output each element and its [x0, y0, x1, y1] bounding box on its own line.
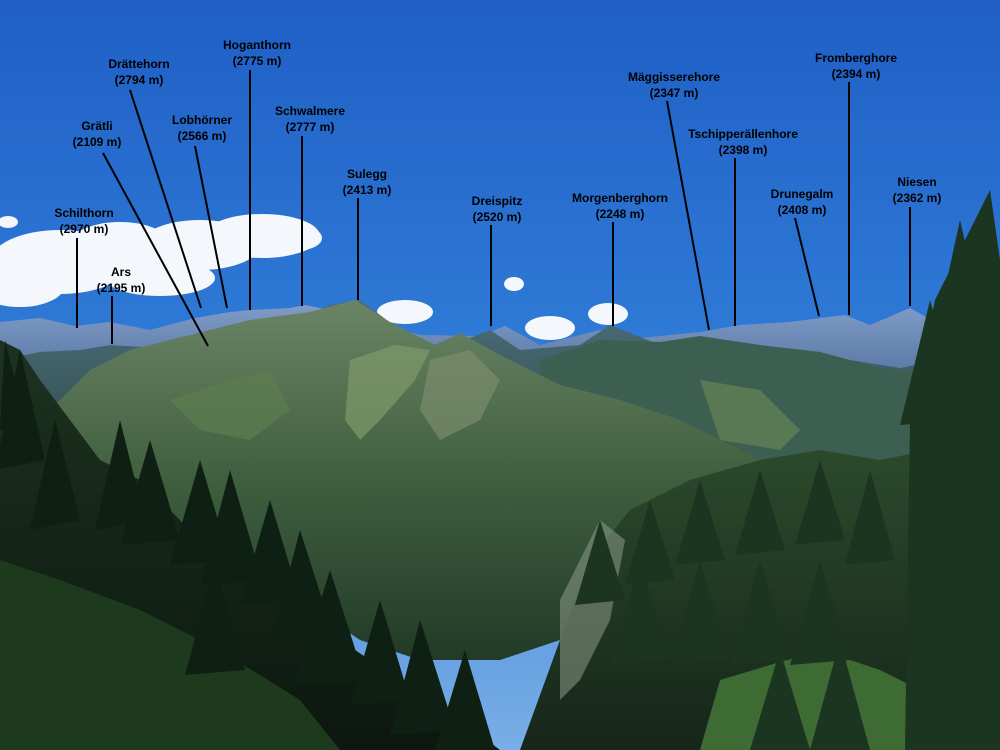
peak-name: Ars: [110, 265, 132, 279]
peak-label-drattehorn: Drättehorn (2794 m): [108, 56, 169, 88]
peak-height: (2347 m): [649, 86, 699, 100]
peak-name: Schilthorn: [54, 206, 114, 220]
peak-name: Grätli: [81, 119, 113, 133]
peak-height: (2248 m): [595, 207, 645, 221]
peak-label-maggisserehore: Mäggisserehore (2347 m): [628, 69, 720, 101]
peak-label-schilthorn: Schilthorn (2970 m): [54, 205, 113, 237]
peak-height: (2195 m): [96, 281, 146, 295]
peak-name: Dreispitz: [471, 194, 523, 208]
peak-label-schwalmere: Schwalmere (2777 m): [275, 103, 345, 135]
peak-label-dreispitz: Dreispitz (2520 m): [472, 193, 523, 225]
peak-height: (2777 m): [285, 120, 335, 134]
peak-height: (2413 m): [342, 183, 392, 197]
peak-height: (2408 m): [777, 203, 827, 217]
peak-name: Morgenberghorn: [572, 191, 668, 205]
peak-name: Schwalmere: [274, 104, 346, 118]
peak-label-ars: Ars (2195 m): [97, 264, 146, 296]
peak-name: Mäggisserehore: [627, 70, 721, 84]
peak-label-tschipperallenhore: Tschipperällenhore (2398 m): [688, 126, 798, 158]
peak-label-drunegalm: Drunegalm (2408 m): [771, 186, 834, 218]
peak-label-lobhorner: Lobhörner (2566 m): [172, 112, 232, 144]
peak-name: Hoganthorn: [223, 38, 291, 52]
peak-height: (2398 m): [718, 143, 768, 157]
peak-height: (2566 m): [177, 129, 227, 143]
peak-label-hoganthorn: Hoganthorn (2775 m): [223, 37, 291, 69]
leader-lines: [76, 70, 911, 347]
peak-name: Sulegg: [346, 167, 388, 181]
peak-label-gratli: Grätli (2109 m): [73, 118, 122, 150]
peak-height: (2794 m): [114, 73, 164, 87]
peak-label-morgenberghorn: Morgenberghorn (2248 m): [572, 190, 668, 222]
peak-name: Drunegalm: [770, 187, 834, 201]
peak-height: (2394 m): [831, 67, 881, 81]
peak-name: Niesen: [897, 175, 937, 189]
peak-label-sulegg: Sulegg (2413 m): [343, 166, 392, 198]
peak-height: (2520 m): [472, 210, 522, 224]
peak-name: Drättehorn: [108, 57, 170, 71]
peak-name: Tschipperällenhore: [688, 127, 798, 141]
peak-height: (2362 m): [892, 191, 942, 205]
peak-height: (2970 m): [59, 222, 109, 236]
peak-label-niesen: Niesen (2362 m): [893, 174, 942, 206]
peak-height: (2775 m): [232, 54, 282, 68]
peak-name: Fromberghore: [814, 51, 898, 65]
peak-height: (2109 m): [72, 135, 122, 149]
peak-name: Lobhörner: [172, 113, 232, 127]
peak-label-fromberghore: Fromberghore (2394 m): [815, 50, 897, 82]
